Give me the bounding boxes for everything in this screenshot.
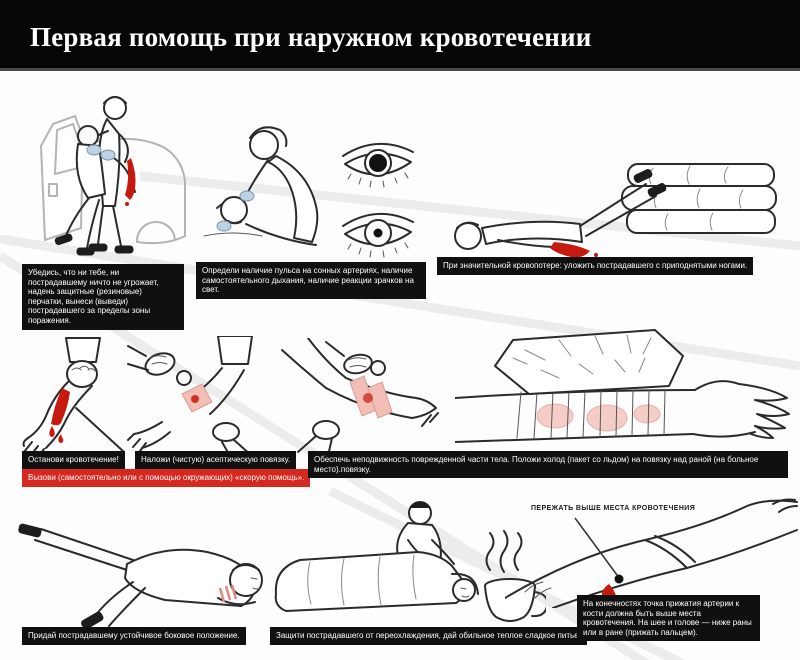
pressure-point-label: ПЕРЕЖАТЬ ВЫШЕ МЕСТА КРОВОТЕЧЕНИЯ [531, 505, 696, 512]
caption-vitals: Определи наличие пульса на сонных артери… [196, 262, 426, 299]
leader-line [574, 517, 618, 576]
rescuer-glove [86, 144, 102, 156]
rolled-sleeve [644, 535, 696, 569]
victim-legs [579, 183, 657, 237]
extended-leg [34, 528, 134, 571]
caption-warm-drink: Защити пострадавшего от переохлаждения, … [270, 627, 587, 645]
blood-pool [550, 242, 590, 258]
rescuer-body [267, 155, 319, 243]
illustration-press-bleeding-arm [22, 337, 125, 456]
blanket-stack [621, 163, 777, 234]
wound-tint [363, 393, 373, 403]
pupil-small [373, 228, 383, 238]
victim-head [452, 578, 476, 602]
caption-elevate-legs: При значительной кровопотере: уложить по… [437, 257, 754, 275]
caption-call-ambulance: Вызови (самостоятельно или с помощью окр… [22, 469, 311, 487]
bandage-turns [516, 389, 666, 439]
pressure-dot [614, 574, 624, 584]
illustration-pupil-reaction [342, 142, 414, 258]
sleeve-cuff [65, 337, 101, 363]
blanket [274, 551, 466, 612]
caption-pressure-point-note: На конечностях точка прижатия артерии к … [577, 595, 760, 642]
arm-outline [27, 381, 69, 439]
helper-hand [144, 352, 176, 376]
victim-head [77, 125, 99, 147]
illustration-pressure-point [505, 498, 798, 608]
page-title: Первая помощь при наружном кровотечении [30, 21, 592, 52]
rescuer-arm [247, 159, 269, 193]
caption-safety: Убедись, что ни тебе, ни пострадавшему н… [22, 264, 184, 330]
rescuer-glove [100, 149, 116, 161]
victim-chest-line [245, 223, 317, 246]
victim-torso [481, 220, 583, 245]
ice-pack [494, 329, 684, 395]
illustration-apply-bandage [127, 336, 253, 456]
illustration-carry-victim-from-car [39, 96, 186, 256]
car-door [39, 114, 85, 242]
illustration-recovery-position [18, 523, 263, 630]
rescuer-hair [409, 502, 431, 508]
blood-streak [51, 388, 70, 426]
header-bar: Первая помощь при наружном кровотечении [0, 0, 800, 71]
helper-hand-lower [212, 422, 240, 442]
victim-body [75, 143, 106, 199]
pressing-fist [66, 360, 98, 388]
victim-arm [497, 239, 555, 248]
illustration-cover-blanket [274, 501, 479, 612]
car-body [82, 137, 186, 245]
blood-streak [125, 158, 136, 200]
helper-hand [343, 353, 373, 375]
helper-hand-lower [312, 420, 340, 440]
caption-recovery-position: Придай пострадавшему устойчивое боковое … [22, 627, 246, 645]
glove-on-neck [216, 220, 232, 232]
glove-on-chin [239, 190, 255, 202]
victim-head [220, 196, 248, 224]
caption-stop-bleeding: Останови кровотечение! [22, 451, 125, 469]
illustration-check-breathing [203, 126, 319, 246]
arm-under-head [217, 597, 256, 606]
eye-dilated [342, 142, 414, 188]
eye-constricted [342, 212, 414, 258]
bandage-roll [176, 370, 192, 386]
cup-body [484, 585, 536, 622]
body-edge [75, 407, 125, 453]
sleeve-cuff [217, 336, 253, 365]
wound-spot [191, 395, 199, 403]
illustration-wrap-forearm [281, 338, 439, 457]
illustration-ice-pack [455, 329, 790, 443]
caption-immobilize-cold: Обеспечь неподвижность поврежденной част… [308, 451, 788, 479]
gauze-roll [370, 360, 386, 376]
rescuer-head [249, 130, 279, 160]
cup-handle [531, 591, 546, 618]
arm-outer [505, 499, 798, 599]
victim-hand [133, 421, 171, 449]
upper-arm [281, 338, 347, 389]
steam [485, 530, 523, 573]
hand [692, 380, 790, 439]
caption-bandage: Наложи (чистую) асептическую повязку. [135, 451, 297, 469]
arm-bandage [218, 584, 238, 603]
pupil-large [369, 154, 387, 172]
illustration-hot-drink [484, 530, 546, 622]
illustration-legs-elevated [454, 163, 777, 258]
